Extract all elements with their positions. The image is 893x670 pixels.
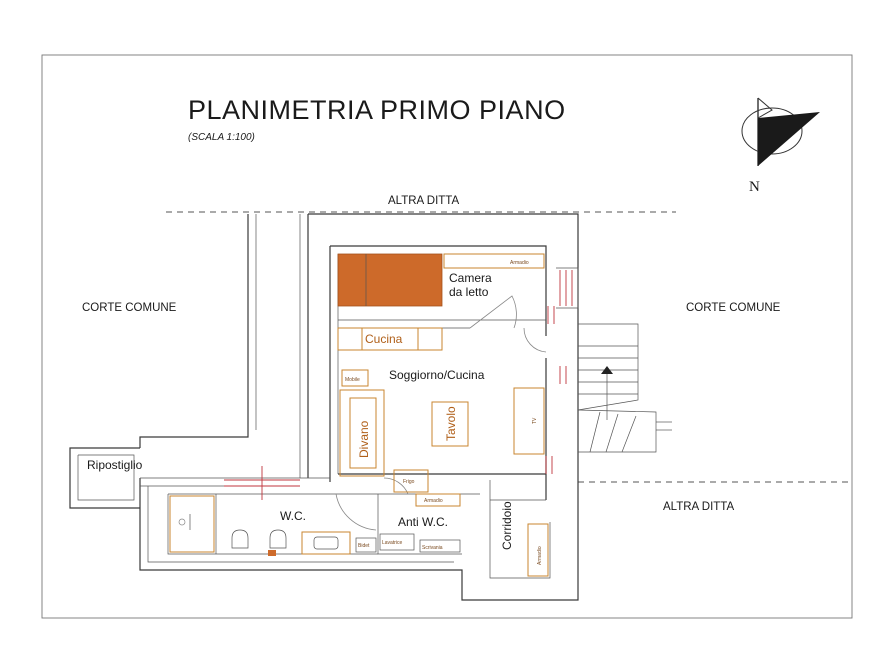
fridge bbox=[393, 469, 429, 493]
label-frigo: Frigo bbox=[403, 479, 415, 485]
label-armadio-corridor: Armadio bbox=[537, 546, 543, 565]
room-divano: Divano bbox=[357, 420, 371, 458]
label-altra-ditta-bottom: ALTRA DITTA bbox=[663, 501, 734, 513]
north-label: N bbox=[749, 179, 760, 195]
label-lavatrice: Lavatrice bbox=[382, 540, 403, 546]
label-altra-ditta-top: ALTRA DITTA bbox=[388, 195, 459, 207]
plan-title: PLANIMETRIA PRIMO PIANO bbox=[188, 95, 566, 125]
windows bbox=[224, 270, 573, 500]
label-tv: TV bbox=[532, 417, 538, 424]
label-bidet: Bidet bbox=[358, 543, 370, 549]
label-corte-comune-right: CORTE COMUNE bbox=[686, 302, 781, 314]
kitchen-counter bbox=[337, 327, 443, 351]
washing-machine bbox=[379, 533, 415, 551]
sink-counter bbox=[301, 531, 351, 555]
dining-table bbox=[431, 401, 469, 447]
room-tavolo: Tavolo bbox=[444, 406, 458, 441]
label-corte-comune-left: CORTE COMUNE bbox=[82, 302, 177, 314]
compass-north-icon bbox=[741, 97, 820, 166]
plan-scale: (SCALA 1:100) bbox=[188, 132, 255, 143]
page-frame bbox=[41, 54, 853, 619]
room-soggiorno: Soggiorno/Cucina bbox=[389, 368, 485, 382]
label-scrivania: Scrivania bbox=[422, 545, 443, 551]
label-mobile: Mobile bbox=[345, 377, 360, 383]
bidet-tap bbox=[268, 550, 276, 556]
room-camera-line2: da letto bbox=[449, 285, 489, 299]
room-wc: W.C. bbox=[280, 509, 306, 523]
label-armadio-anti: Armadio bbox=[424, 498, 443, 504]
wardrobe-corridor bbox=[527, 523, 549, 577]
desk bbox=[419, 539, 461, 553]
bed bbox=[337, 253, 443, 307]
sofa bbox=[339, 389, 385, 477]
room-ripostiglio: Ripostiglio bbox=[87, 458, 143, 472]
shower bbox=[169, 495, 215, 553]
room-corridoio: Corridoio bbox=[500, 501, 514, 550]
bidet bbox=[269, 529, 287, 549]
wardrobe-anti-wc bbox=[415, 493, 461, 507]
doors bbox=[335, 295, 547, 531]
room-cucina: Cucina bbox=[365, 332, 403, 346]
wardrobe-bedroom bbox=[443, 253, 545, 269]
tv-cabinet bbox=[513, 387, 545, 455]
bidet-fixture bbox=[355, 537, 377, 553]
room-camera-line1: Camera bbox=[449, 271, 492, 285]
label-armadio-bedroom: Armadio bbox=[510, 260, 529, 266]
staircase bbox=[577, 323, 672, 453]
mobile-unit bbox=[341, 369, 369, 387]
toilet bbox=[231, 529, 249, 549]
sofa-seat bbox=[349, 397, 377, 469]
room-anti-wc: Anti W.C. bbox=[398, 515, 448, 529]
